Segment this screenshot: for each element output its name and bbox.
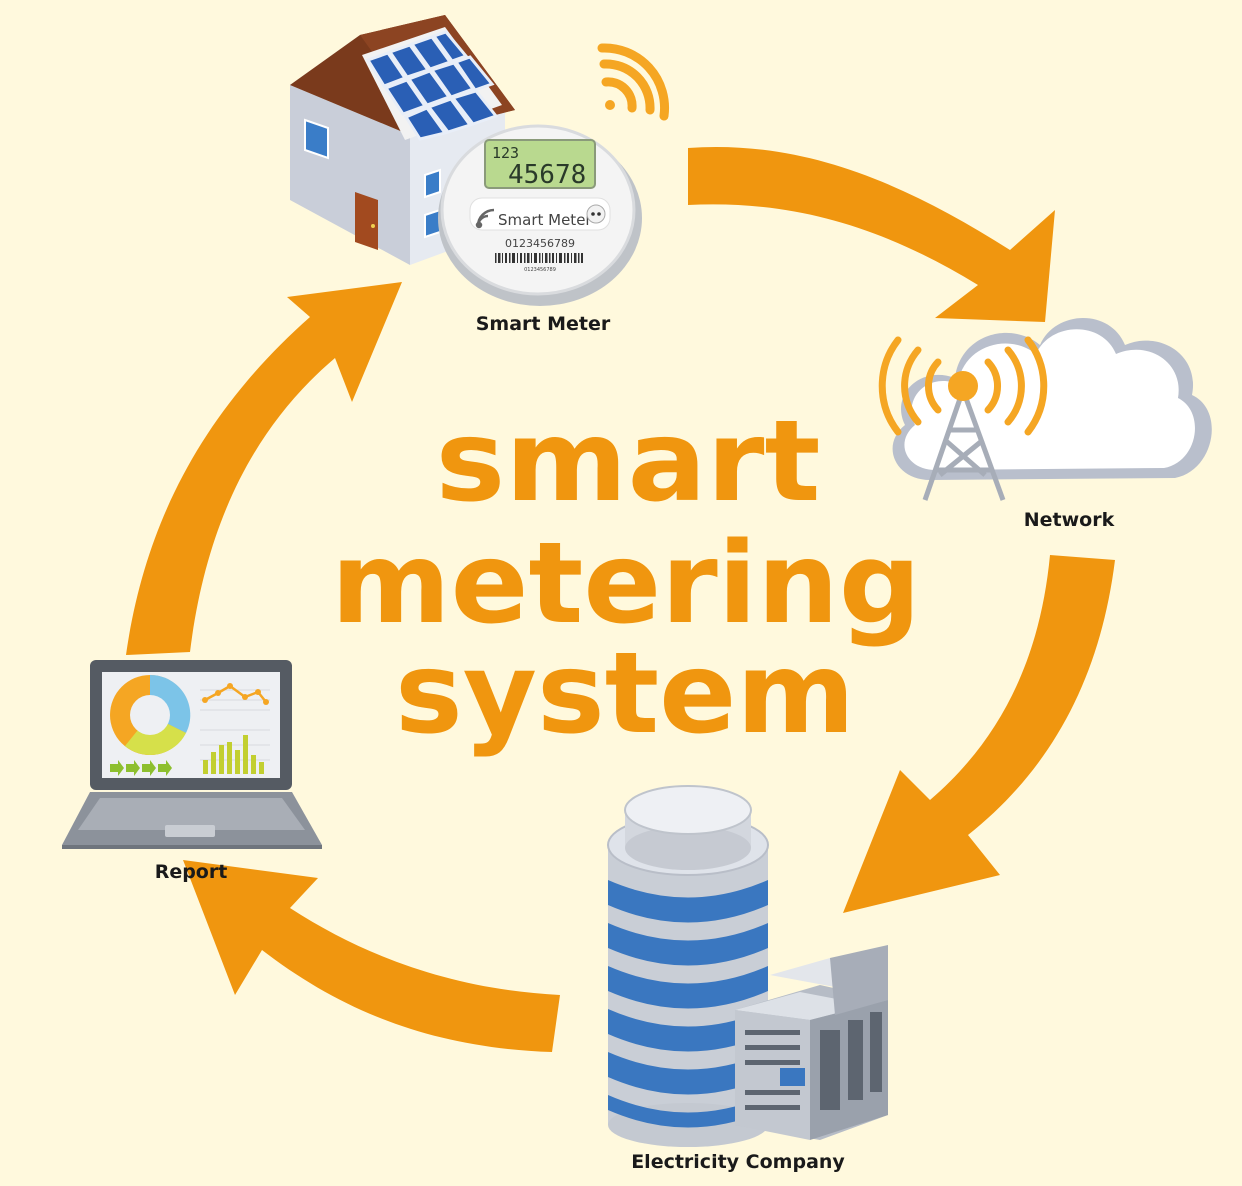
arrow-report-to-meter (126, 282, 402, 655)
network-node: Network (878, 317, 1212, 531)
report-node: Report (62, 660, 322, 883)
wireless-signal-icon (597, 43, 670, 121)
smart-meter-device-icon: 123 45678 Smart Meter 0123456789 (438, 124, 642, 306)
database-disks (608, 880, 768, 1128)
arrow-network-to-company (843, 555, 1115, 913)
broadcast-waves-icon (878, 336, 1048, 436)
meter-barcode-text: 0123456789 (524, 267, 556, 273)
arrow-meter-to-network (688, 146, 1055, 322)
smart-meter-node: 123 45678 Smart Meter 0123456789 (290, 15, 670, 335)
title-line-system: system (395, 629, 855, 759)
title-line-smart: smart (436, 397, 821, 527)
meter-lcd-top: 123 (492, 144, 519, 162)
server-monitor-icon (780, 1068, 805, 1086)
meter-wifi-icon (475, 208, 495, 229)
house-icon (290, 15, 515, 265)
label-network: Network (1024, 509, 1115, 531)
label-report: Report (155, 861, 228, 883)
laptop-icon (62, 660, 322, 849)
label-electricity-company: Electricity Company (631, 1151, 845, 1173)
barcode-icon (495, 253, 583, 263)
title-line-metering: metering (331, 519, 921, 649)
bar-graph-icon (200, 729, 270, 774)
electricity-company-node: Electricity Company (607, 785, 888, 1173)
meter-brand-text: Smart Meter (498, 211, 592, 229)
meter-lcd-screen (484, 139, 596, 189)
donut-chart-icon (110, 674, 191, 756)
label-smart-meter: Smart Meter (476, 313, 611, 335)
line-graph-icon (200, 683, 270, 711)
radio-tower-icon (922, 389, 1006, 501)
meter-serial-text: 0123456789 (505, 237, 575, 250)
tower-beacon-icon (948, 371, 978, 401)
meter-lcd-main: 45678 (508, 160, 586, 190)
arrow-company-to-report (183, 860, 560, 1052)
central-title: smart metering system (331, 397, 921, 759)
cycle-arrows (126, 146, 1115, 1052)
progress-arrows-icon (110, 760, 172, 776)
server-rack-icon (735, 945, 888, 1140)
